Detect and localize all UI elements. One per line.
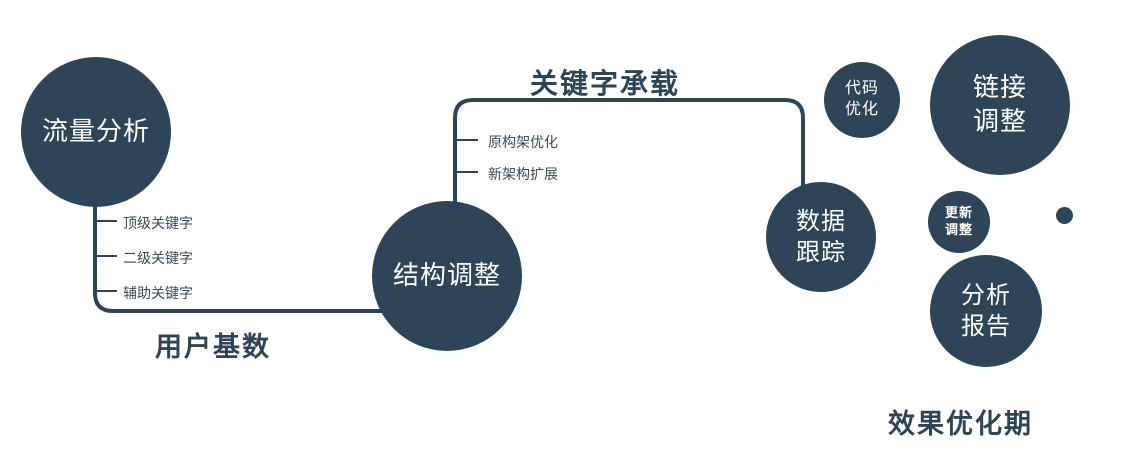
node-data-tracking: 数据 跟踪 xyxy=(766,182,876,292)
node-code-optimization-line1: 代码 xyxy=(844,80,879,98)
node-analysis-report: 分析 报告 xyxy=(930,255,1042,367)
node-traffic-analysis: 流量分析 xyxy=(21,57,171,207)
node-update-adjust-line1: 更新 xyxy=(944,205,973,221)
tick-label-arch-expand: 新架构扩展 xyxy=(488,166,558,182)
connector-structure-to-tracking xyxy=(453,98,805,217)
tick-label-top-keyword: 顶级关键字 xyxy=(123,215,193,231)
node-update-adjust-line2: 调整 xyxy=(944,222,973,237)
node-update-adjust: 更新 调整 xyxy=(928,191,990,253)
edge-label-user-base: 用户基数 xyxy=(155,332,271,362)
node-link-adjust-line1: 链接 xyxy=(972,72,1027,103)
stage-label-effect-optimization: 效果优化期 xyxy=(888,409,1033,439)
node-data-tracking-line2: 跟踪 xyxy=(796,239,846,266)
node-code-optimization-line2: 优化 xyxy=(844,101,879,118)
edge-label-keyword-load: 关键字承载 xyxy=(530,68,681,99)
node-link-adjust: 链接 调整 xyxy=(930,35,1070,175)
node-structure-adjust: 结构调整 xyxy=(372,201,522,351)
milestone-dot xyxy=(1056,207,1073,224)
node-link-adjust-line2: 调整 xyxy=(972,106,1027,136)
tick-label-second-keyword: 二级关键字 xyxy=(123,250,193,266)
tick-label-aux-keyword: 辅助关键字 xyxy=(123,285,193,301)
node-analysis-report-line2: 报告 xyxy=(961,313,1011,340)
node-code-optimization: 代码 优化 xyxy=(824,62,900,138)
node-data-tracking-line1: 数据 xyxy=(796,207,846,235)
tick-label-arch-optimize: 原构架优化 xyxy=(488,134,558,150)
node-traffic-analysis-label: 流量分析 xyxy=(41,116,150,147)
node-structure-adjust-label: 结构调整 xyxy=(392,260,501,291)
connector-traffic-to-structure xyxy=(93,183,449,313)
node-analysis-report-line1: 分析 xyxy=(961,281,1011,309)
